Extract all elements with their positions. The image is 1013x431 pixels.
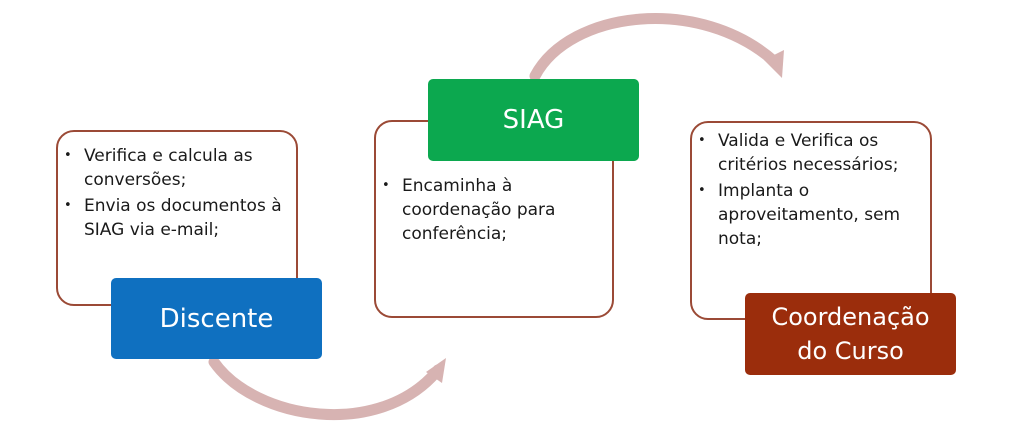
discente-task: Envia os documentos à SIAG via e-mail; [58,194,290,242]
discente-task-list: Verifica e calcula as conversões; Envia … [58,132,296,242]
coordenacao-task-list: Valida e Verifica os critérios necessári… [692,123,930,251]
discente-label: Discente [111,278,322,359]
siag-task: Encaminha à coordenação para conferência… [376,174,606,246]
coordenacao-task: Valida e Verifica os critérios necessári… [692,129,924,177]
siag-label: SIAG [428,79,639,161]
arrow-discente-to-siag [208,356,446,420]
coordenacao-task: Implanta o aproveitamento, sem nota; [692,179,924,251]
arrow-siag-to-coordenacao [529,13,784,82]
coordenacao-card: Valida e Verifica os critérios necessári… [690,121,932,320]
discente-task: Verifica e calcula as conversões; [58,144,290,192]
discente-card: Verifica e calcula as conversões; Envia … [56,130,298,306]
coordenacao-label: Coordenação do Curso [745,293,956,375]
siag-task-list: Encaminha à coordenação para conferência… [376,122,612,246]
